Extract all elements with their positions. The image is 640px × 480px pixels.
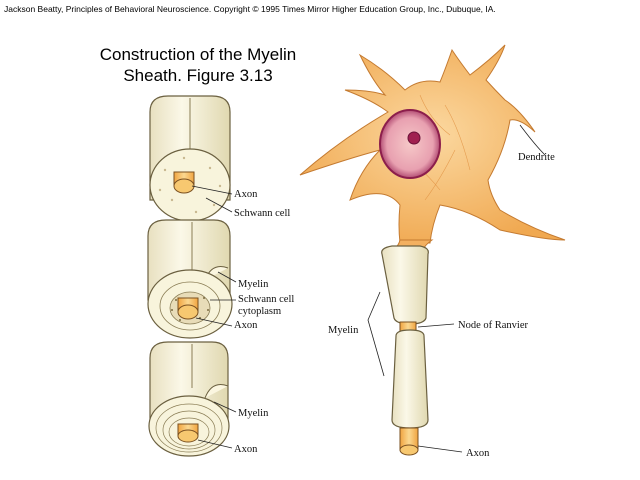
label-schwann-cell: Schwann cell [234,208,290,219]
label-axon-2: Axon [234,320,258,331]
label-axon-1: Axon [234,189,258,200]
panel-1-schwann-wrap [149,95,233,222]
label-schwann-cell-cytoplasm-1: Schwann cell [238,294,294,305]
figure-title-line1: Construction of the Myelin [99,45,297,64]
panel-3-myelin-complete [148,341,237,457]
label-myelin-2: Myelin [238,279,269,290]
label-myelin-3: Myelin [238,408,269,419]
label-myelin-neuron: Myelin [328,325,359,336]
figure-title: Construction of the Myelin Sheath. Figur… [88,44,308,86]
copyright-text: Jackson Beatty, Principles of Behavioral… [4,4,496,14]
label-node-of-ranvier: Node of Ranvier [458,320,528,331]
label-dendrite: Dendrite [518,152,555,163]
label-axon-3: Axon [234,444,258,455]
figure-title-line2: Sheath. Figure 3.13 [123,66,273,85]
panel-2-myelin-forming [147,219,237,339]
neuron-illustration [299,44,566,456]
label-schwann-cell-cytoplasm-2: cytoplasm [238,306,281,317]
label-axon-neuron: Axon [466,448,490,459]
